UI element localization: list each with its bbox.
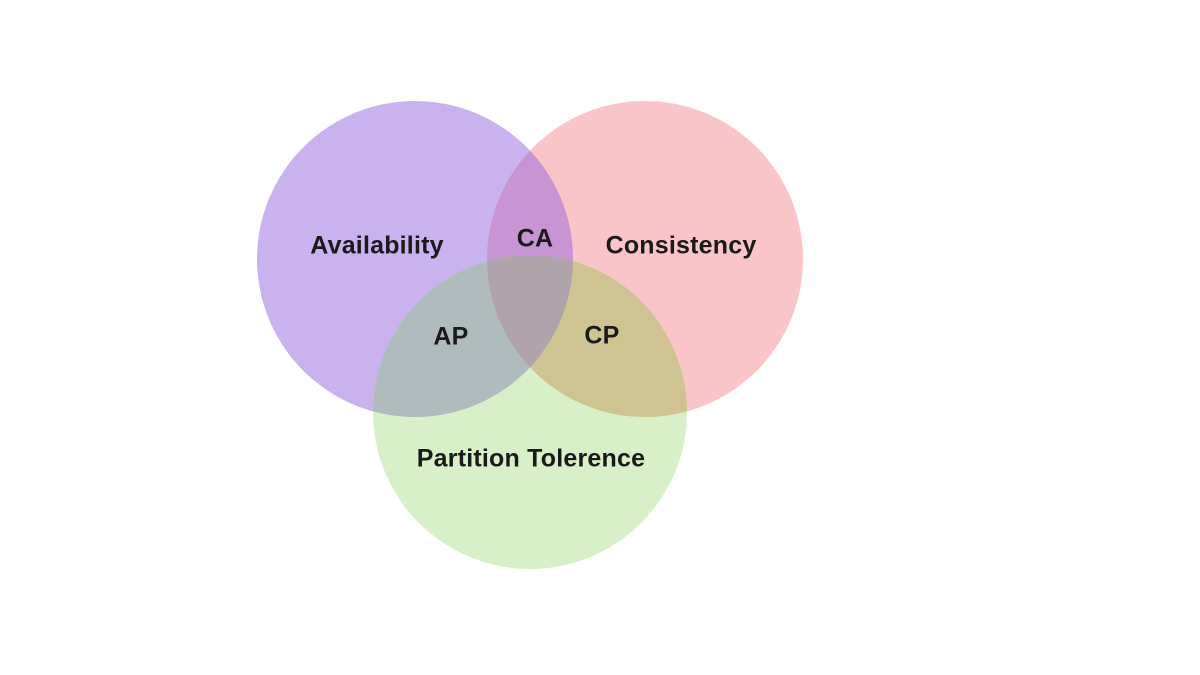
ca-overlap-label: CA (516, 224, 554, 253)
cp-overlap-label: CP (584, 321, 620, 350)
ap-overlap-label: AP (433, 322, 469, 351)
partition-tolerance-label: Partition Tolerence (416, 444, 646, 473)
consistency-label: Consistency (605, 231, 757, 260)
availability-label: Availability (310, 231, 444, 260)
